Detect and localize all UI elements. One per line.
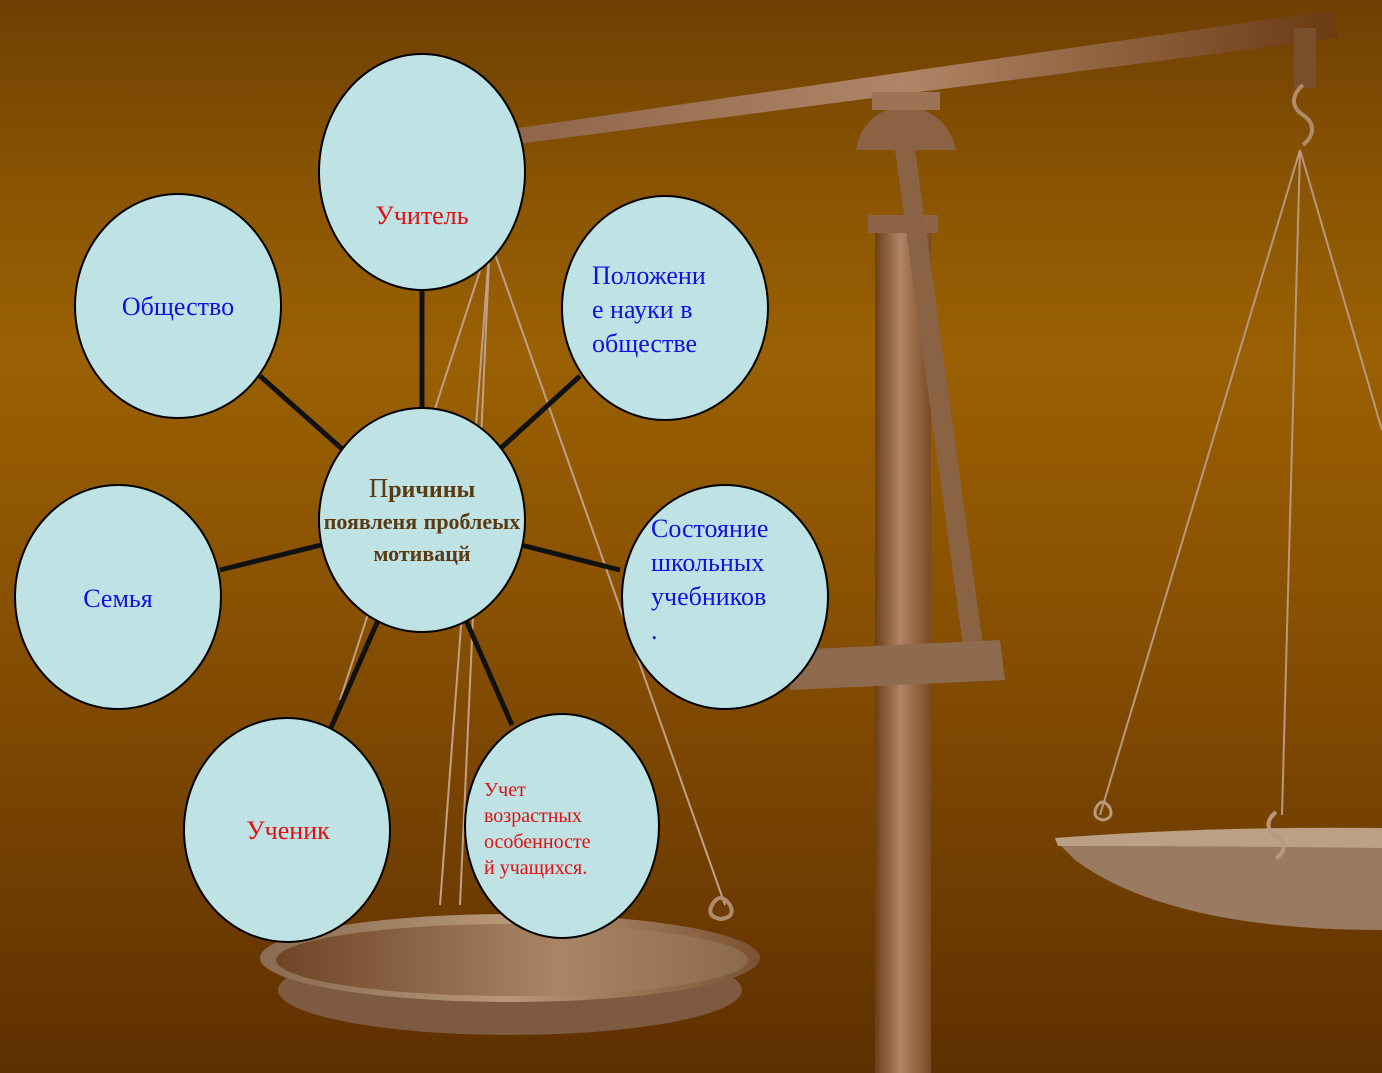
node-age-line-1: Учет bbox=[484, 779, 526, 801]
node-pupil: Ученик bbox=[200, 806, 376, 856]
center-line-1: Причины bbox=[322, 472, 522, 505]
center-line-3: проблеых bbox=[423, 508, 521, 534]
right-pan bbox=[1055, 149, 1382, 930]
node-science-line-3: обществе bbox=[592, 328, 698, 358]
center-line-1-first: П bbox=[368, 472, 389, 503]
node-center-shape bbox=[318, 407, 526, 633]
node-science-shape bbox=[561, 195, 769, 421]
node-family: Семья bbox=[30, 574, 206, 624]
node-society-shape bbox=[74, 193, 282, 419]
node-books-shape bbox=[621, 484, 829, 710]
node-family-shape bbox=[14, 484, 222, 710]
node-society: Общество bbox=[90, 282, 266, 332]
node-age-shape bbox=[464, 713, 660, 939]
center-line-1-rest: ричины bbox=[388, 476, 476, 503]
node-teacher-label: Учитель bbox=[375, 201, 469, 231]
node-age-line-4: й учащихся. bbox=[484, 857, 588, 879]
node-society-label: Общество bbox=[121, 292, 235, 322]
node-pupil-label: Ученик bbox=[246, 816, 330, 846]
node-age: Учет возрастных особенносте й учащихся. bbox=[484, 766, 644, 892]
node-age-line-3: особенносте bbox=[484, 831, 591, 853]
node-teacher: Учитель bbox=[330, 190, 514, 242]
node-shapes bbox=[14, 53, 829, 943]
node-pupil-shape bbox=[183, 717, 391, 943]
scale-beam bbox=[470, 10, 1338, 150]
node-books-line-4: . bbox=[651, 615, 658, 645]
middle-pan bbox=[790, 640, 1005, 690]
node-science-line-1: Положени bbox=[592, 261, 706, 291]
node-books-line-1: Состояние bbox=[651, 514, 769, 544]
left-pan bbox=[260, 239, 760, 1035]
node-age-line-2: возрастных bbox=[484, 805, 582, 827]
node-books-line-3: учебников bbox=[651, 582, 767, 611]
center-node: Причины появленя проблеых мотивацй bbox=[322, 410, 522, 630]
node-family-label: Семья bbox=[83, 584, 153, 614]
scale-post bbox=[856, 92, 985, 1073]
center-line-2: появленя bbox=[323, 508, 418, 534]
node-science: Положени е науки в обществе bbox=[592, 250, 762, 370]
node-science-line-2: е науки в bbox=[592, 295, 693, 325]
node-books-line-2: школьных bbox=[651, 548, 765, 578]
center-line-4: мотивацй bbox=[373, 540, 471, 566]
node-teacher-shape bbox=[318, 53, 526, 291]
node-books: Состояние школьных учебников . bbox=[651, 505, 831, 655]
